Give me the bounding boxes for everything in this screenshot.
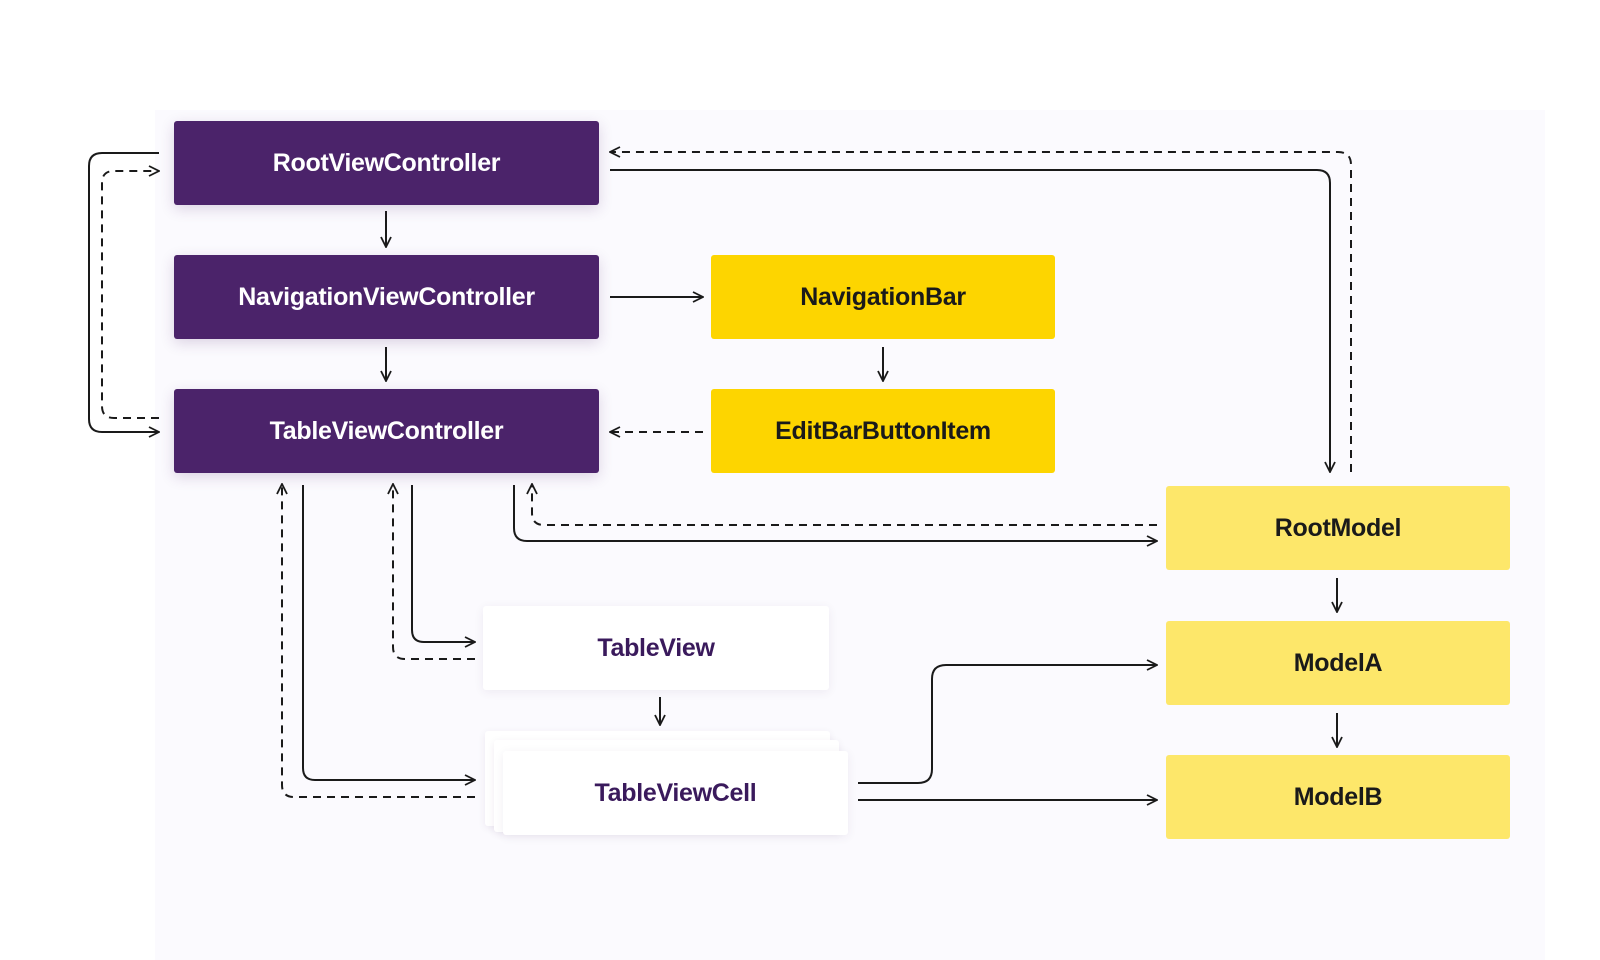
arrow-table-controller-to-tableviewcell — [302, 485, 475, 780]
table-view-cell-node: TableViewCell — [503, 751, 848, 835]
root-model-node: RootModel — [1166, 486, 1510, 570]
arrow-table-controller-to-rootmodel — [513, 485, 1157, 541]
model-b-label: ModelB — [1293, 782, 1383, 811]
navigation-bar-label: NavigationBar — [800, 282, 966, 311]
model-b-node: ModelB — [1166, 755, 1510, 839]
root-model-label: RootModel — [1274, 513, 1402, 542]
table-view-node: TableView — [483, 606, 829, 690]
root-view-controller-node: RootViewController — [174, 121, 599, 205]
model-a-label: ModelA — [1293, 648, 1383, 677]
edit-bar-button-item-label: EditBarButtonItem — [775, 416, 991, 445]
arrow-rootmodel-to-table-controller-dashed — [532, 484, 1157, 526]
root-view-controller-label: RootViewController — [272, 148, 501, 177]
arrow-tableviewcell-to-modela — [858, 665, 1157, 784]
table-view-controller-label: TableViewController — [269, 416, 504, 445]
model-a-node: ModelA — [1166, 621, 1510, 705]
arrow-root-controller-to-rootmodel — [610, 169, 1330, 472]
table-view-controller-node: TableViewController — [174, 389, 599, 473]
edit-bar-button-item-node: EditBarButtonItem — [711, 389, 1055, 473]
table-view-cell-label: TableViewCell — [594, 778, 757, 807]
navigation-view-controller-label: NavigationViewController — [238, 282, 535, 311]
table-view-label: TableView — [597, 633, 715, 662]
arrow-root-to-table-controller-loop — [88, 152, 159, 432]
arrow-table-to-root-controller-dashed-loop — [101, 171, 159, 419]
arrow-rootmodel-to-root-controller-dashed — [610, 152, 1352, 472]
arrow-tableviewcell-to-table-controller-dashed — [282, 484, 475, 798]
arrow-table-controller-to-tableview — [411, 485, 475, 642]
arrow-tableview-to-table-controller-dashed — [393, 484, 475, 660]
navigation-view-controller-node: NavigationViewController — [174, 255, 599, 339]
navigation-bar-node: NavigationBar — [711, 255, 1055, 339]
